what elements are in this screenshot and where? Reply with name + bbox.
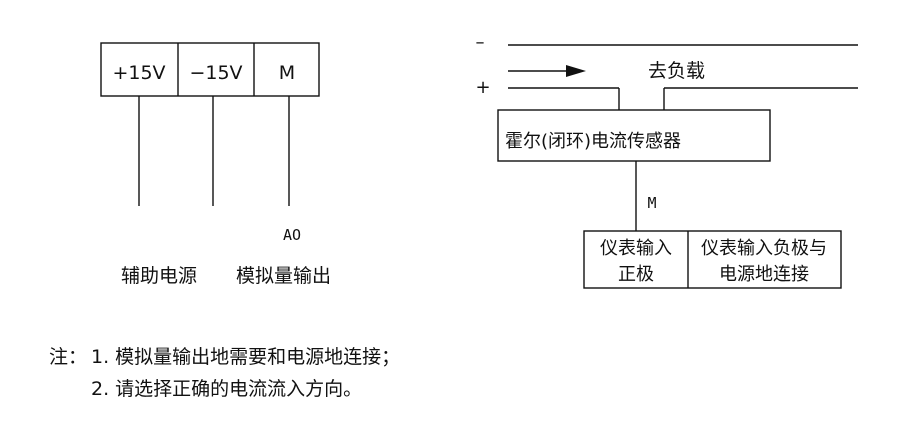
meter-box-frame — [583, 230, 842, 289]
notes-prefix: 注： — [49, 346, 88, 368]
m-output-label: M — [647, 194, 656, 212]
terminal-plus15v-label: +15V — [112, 62, 165, 84]
terminal-wires — [138, 96, 290, 206]
hall-sensor-box — [497, 109, 771, 162]
arrow-head-icon — [566, 65, 586, 77]
caption-analog-output: 模拟量输出 — [236, 265, 331, 287]
meter-box — [583, 230, 842, 289]
meter-negative-line2: 电源地连接 — [719, 264, 809, 285]
hall-sensor-label: 霍尔(闭环)电流传感器 — [505, 131, 681, 152]
note-item-1: 1. 模拟量输出地需要和电源地连接； — [91, 346, 401, 368]
to-load-label: 去负载 — [648, 60, 705, 82]
minus-label: – — [476, 32, 485, 53]
caption-auxiliary-power: 辅助电源 — [121, 265, 197, 287]
note-item-2: 2. 请选择正确的电流流入方向。 — [91, 378, 363, 400]
meter-negative-line1: 仪表输入负极与 — [701, 238, 827, 259]
terminal-strip-frame — [100, 42, 320, 97]
meter-positive-line1: 仪表输入 — [600, 238, 672, 259]
terminal-strip — [100, 42, 320, 97]
current-direction-arrow — [508, 65, 586, 77]
terminal-minus15v-label: −15V — [189, 62, 242, 84]
terminal-m-label: M — [279, 62, 295, 84]
plus-label: + — [475, 77, 490, 98]
ao-label: AO — [283, 226, 301, 244]
meter-positive-line2: 正极 — [618, 264, 654, 285]
